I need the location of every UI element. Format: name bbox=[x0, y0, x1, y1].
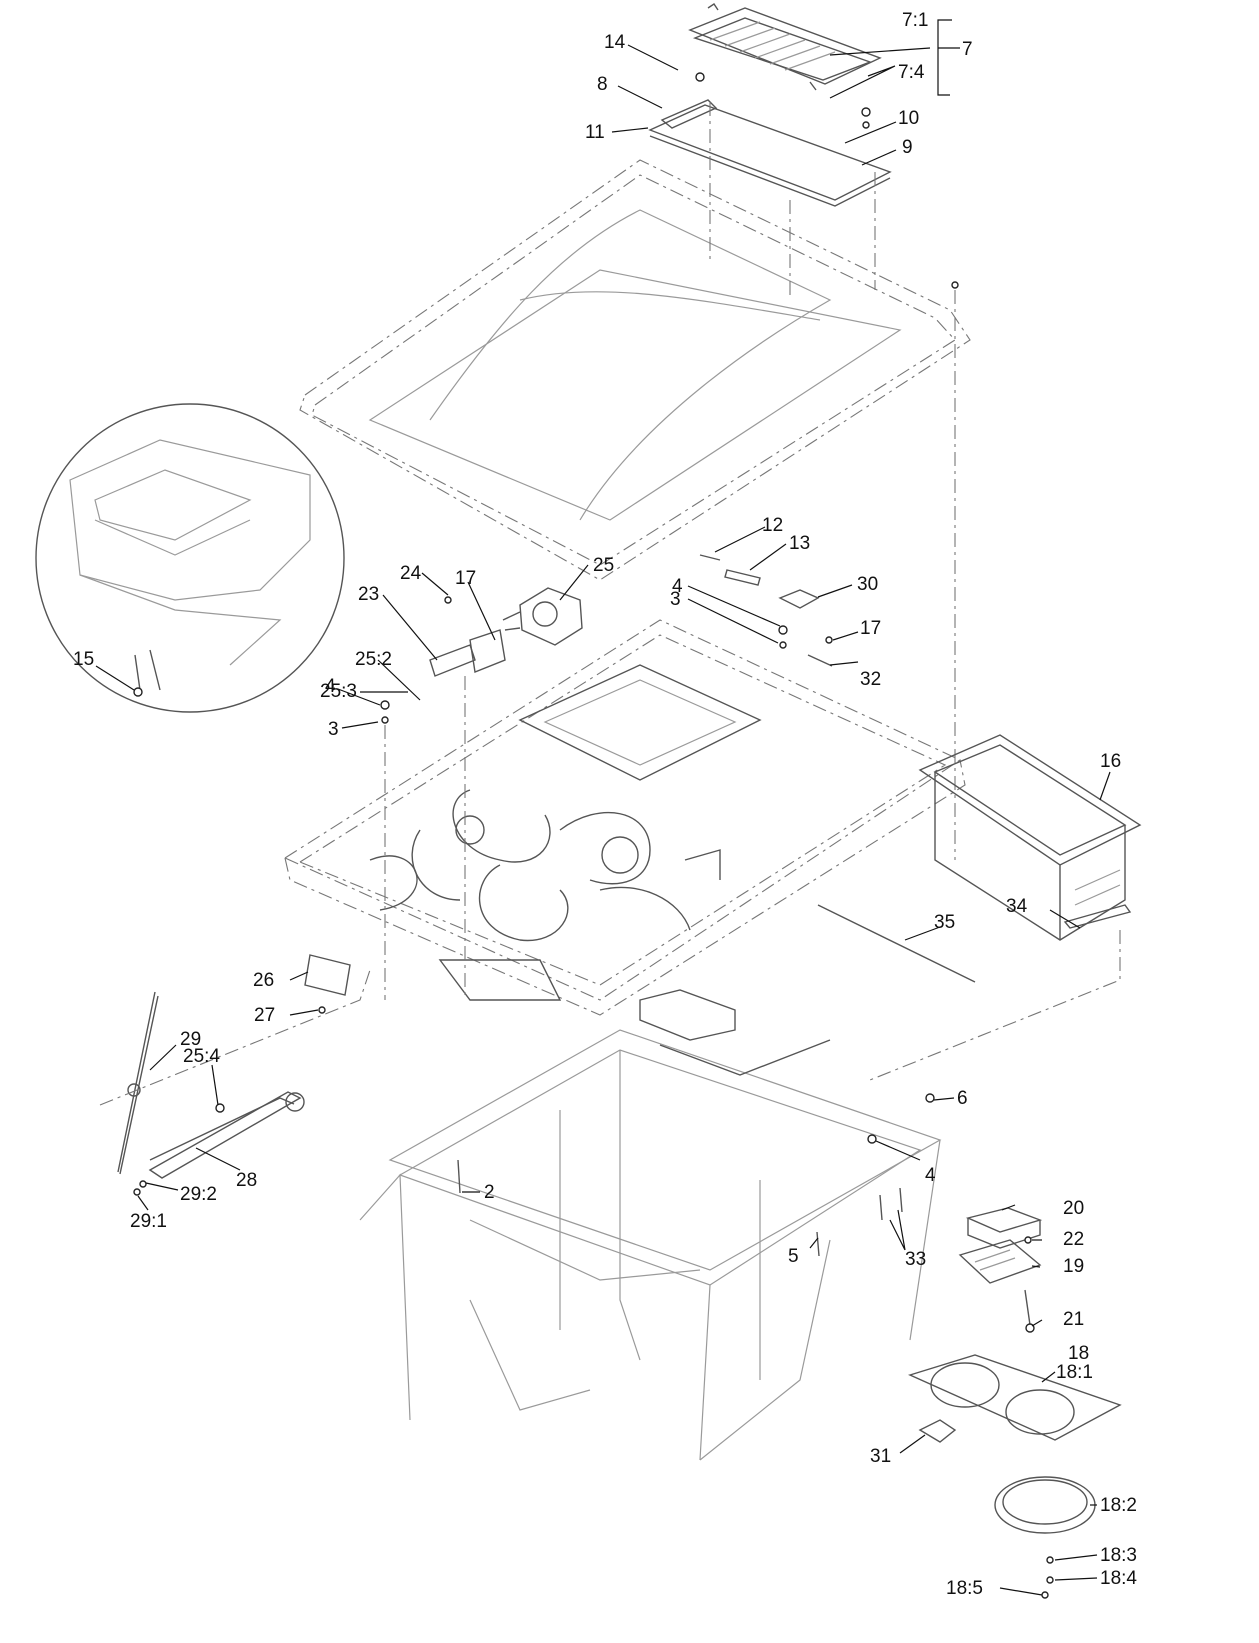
callout-25-4: 25:4 bbox=[183, 1046, 220, 1067]
callout-labels: 7:1 7 7:4 14 8 10 11 9 12 13 17 24 25 23… bbox=[73, 10, 1137, 1599]
callout-18-5: 18:5 bbox=[946, 1578, 983, 1599]
callout-25: 25 bbox=[593, 555, 614, 576]
callout-4-left: 4 bbox=[325, 676, 336, 697]
callout-3-center: 3 bbox=[670, 589, 681, 610]
callout-6: 6 bbox=[957, 1088, 968, 1109]
roof-vent-grille bbox=[688, 3, 882, 91]
bracket-23 bbox=[429, 629, 506, 677]
callout-18-2: 18:2 bbox=[1100, 1495, 1137, 1516]
plate-18 bbox=[908, 1354, 1122, 1599]
callout-33: 33 bbox=[905, 1249, 926, 1270]
motor-assembly-25 bbox=[502, 587, 583, 646]
callout-18-4: 18:4 bbox=[1100, 1568, 1137, 1589]
cab-roof-shell bbox=[299, 159, 971, 581]
callout-13: 13 bbox=[789, 533, 810, 554]
callout-26: 26 bbox=[253, 970, 274, 991]
fasteners bbox=[695, 72, 959, 860]
callout-3-left: 3 bbox=[328, 719, 339, 740]
cab-frame bbox=[359, 989, 942, 1461]
callout-4-lower: 4 bbox=[925, 1165, 936, 1186]
callout-4-center: 4 bbox=[672, 576, 683, 597]
callout-14: 14 bbox=[604, 32, 626, 53]
callout-16: 16 bbox=[1100, 751, 1121, 772]
callout-7-4: 7:4 bbox=[898, 62, 925, 83]
callout-34: 34 bbox=[1006, 896, 1028, 917]
callout-12: 12 bbox=[762, 515, 783, 536]
callout-18: 18 bbox=[1068, 1343, 1089, 1364]
callout-7-1: 7:1 bbox=[902, 10, 928, 31]
filter-housing-16 bbox=[918, 734, 1142, 941]
callout-29: 29 bbox=[180, 1029, 201, 1050]
roof-plates bbox=[648, 99, 892, 300]
callout-5: 5 bbox=[788, 1246, 799, 1267]
callout-20: 20 bbox=[1063, 1198, 1084, 1219]
callout-25-3: 25:3 bbox=[320, 681, 357, 702]
callout-17-upper: 17 bbox=[455, 568, 476, 589]
strips-34-35 bbox=[817, 904, 1132, 1081]
callout-32: 32 bbox=[860, 669, 881, 690]
callout-11: 11 bbox=[585, 122, 605, 143]
callout-17-right: 17 bbox=[860, 618, 881, 639]
hvac-unit-core bbox=[369, 664, 762, 1001]
callout-2: 2 bbox=[484, 1182, 495, 1203]
callout-15: 15 bbox=[73, 649, 94, 670]
callout-24: 24 bbox=[400, 563, 422, 584]
misc-fasteners bbox=[457, 1093, 935, 1257]
filter-20-19 bbox=[958, 1207, 1043, 1333]
callout-7: 7 bbox=[962, 39, 973, 60]
callout-29-2: 29:2 bbox=[180, 1184, 217, 1205]
callout-8: 8 bbox=[597, 74, 608, 95]
callout-10: 10 bbox=[898, 108, 919, 129]
callout-30: 30 bbox=[857, 574, 878, 595]
callout-31: 31 bbox=[870, 1446, 891, 1467]
callout-22: 22 bbox=[1063, 1229, 1084, 1250]
callout-28: 28 bbox=[236, 1170, 257, 1191]
callout-29-1: 29:1 bbox=[130, 1211, 167, 1232]
callout-9: 9 bbox=[902, 137, 913, 158]
callout-19: 19 bbox=[1063, 1256, 1084, 1277]
callout-18-1: 18:1 bbox=[1056, 1362, 1093, 1383]
callout-35: 35 bbox=[934, 912, 955, 933]
callout-23: 23 bbox=[358, 584, 379, 605]
small-parts-right bbox=[380, 554, 833, 1000]
detail-inset-circle bbox=[35, 403, 345, 713]
leader-lines bbox=[95, 19, 1111, 1596]
wiper-assembly bbox=[99, 954, 371, 1196]
callout-21: 21 bbox=[1063, 1309, 1084, 1330]
callout-27: 27 bbox=[254, 1005, 275, 1026]
callout-18-3: 18:3 bbox=[1100, 1545, 1137, 1566]
callout-25-2: 25:2 bbox=[355, 649, 392, 670]
